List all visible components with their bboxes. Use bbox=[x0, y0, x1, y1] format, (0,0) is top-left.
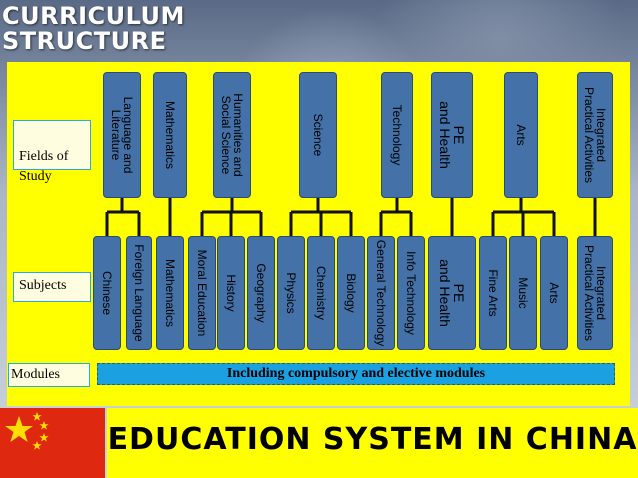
field-box: Language and Literature bbox=[103, 72, 141, 198]
field-box: Mathematics bbox=[153, 72, 187, 198]
subject-box: General Technology bbox=[367, 236, 395, 350]
subject-box: Music bbox=[509, 236, 537, 350]
title-line-2: STRUCTURE bbox=[2, 27, 167, 55]
field-box: Technology bbox=[381, 72, 413, 198]
field-box: Arts bbox=[504, 72, 538, 198]
footer-banner: EDUCATION SYSTEM IN CHINA bbox=[107, 408, 638, 478]
subjects-label: Subjects bbox=[13, 272, 91, 302]
subject-box: Mathematics bbox=[156, 236, 184, 350]
subject-box: Info Technology bbox=[397, 236, 425, 350]
subject-box: Fine Arts bbox=[479, 236, 507, 350]
field-box: Integrated Practical Activities bbox=[577, 72, 613, 198]
field-box: Science bbox=[299, 72, 337, 198]
field-box: Humanities and Social Science bbox=[213, 72, 251, 198]
subject-box: Chemistry bbox=[307, 236, 335, 350]
modules-label: Modules bbox=[8, 363, 90, 387]
subject-box: Integrated Practical Activities bbox=[577, 236, 613, 350]
china-flag-stars-icon bbox=[5, 412, 49, 450]
subject-box: Foreign Language bbox=[126, 236, 152, 350]
title-line-1: CURRICULUM bbox=[2, 2, 185, 30]
subject-box: History bbox=[217, 236, 245, 350]
subject-box: Physics bbox=[277, 236, 305, 350]
china-flag bbox=[0, 408, 105, 478]
subject-box: Arts bbox=[540, 236, 568, 350]
field-box: PE and Health bbox=[431, 72, 473, 198]
subject-box: Chinese bbox=[93, 236, 121, 350]
subject-box: PE and Health bbox=[428, 236, 476, 350]
footer-title: EDUCATION SYSTEM IN CHINA bbox=[107, 422, 638, 457]
fields-of-study-label: Fields of Study bbox=[13, 120, 91, 184]
subject-box: Moral Education bbox=[188, 236, 216, 350]
modules-bar: Including compulsory and elective module… bbox=[97, 363, 615, 385]
subject-box: Geography bbox=[247, 236, 275, 350]
subject-box: Biology bbox=[337, 236, 365, 350]
page-title: CURRICULUM STRUCTURE bbox=[2, 4, 185, 54]
